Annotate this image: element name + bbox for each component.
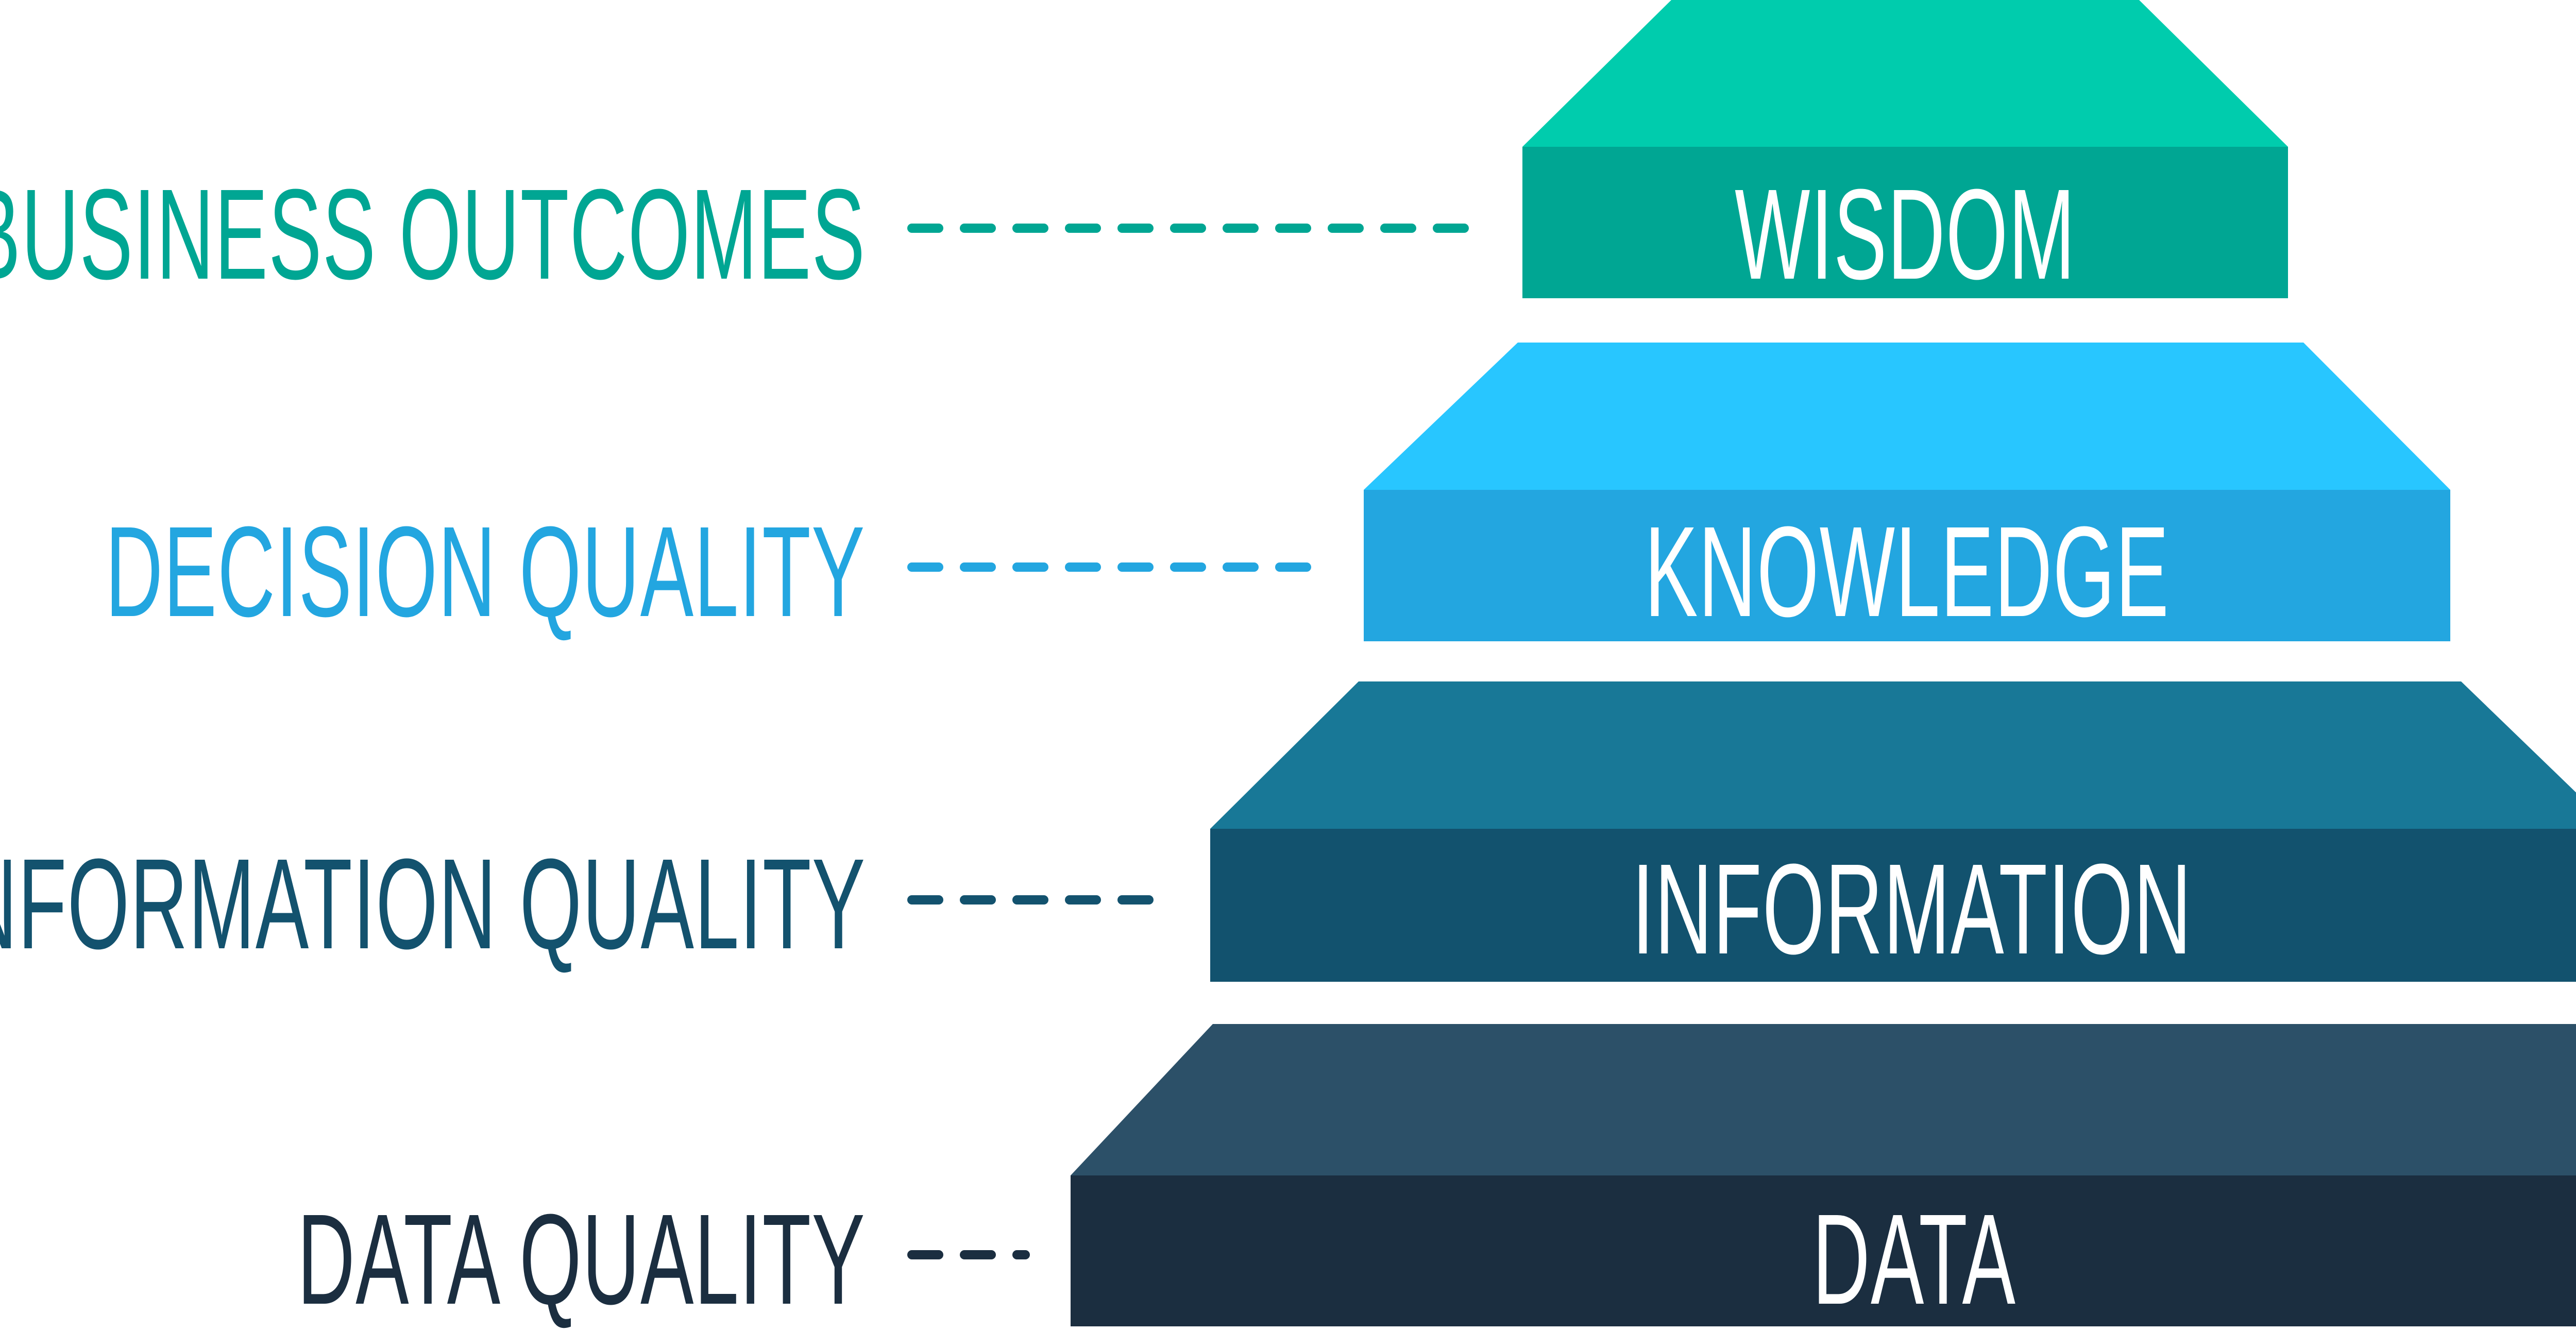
knowledge-tier-label: KNOWLEDGE (1645, 500, 2170, 643)
business-outcomes-label: BUSINESS OUTCOMES (0, 162, 866, 306)
decision-quality-label: DECISION QUALITY (105, 500, 866, 643)
data-top-face (1071, 1024, 2576, 1175)
data-tier-label: DATA (1812, 1187, 2016, 1331)
wisdom-top-face (1522, 0, 2288, 147)
knowledge-top-face (1364, 343, 2450, 490)
information-front-face (1210, 829, 2576, 982)
information-quality-label: INFORMATION QUALITY (0, 832, 866, 976)
information-top-face (1210, 681, 2576, 829)
data-front-face (1071, 1175, 2576, 1326)
knowledge-front-face (1364, 490, 2450, 641)
wisdom-tier-label: WISDOM (1735, 162, 2076, 306)
wisdom-front-face (1522, 147, 2288, 298)
data-quality-label: DATA QUALITY (297, 1187, 866, 1331)
information-tier-label: INFORMATION (1632, 837, 2192, 981)
